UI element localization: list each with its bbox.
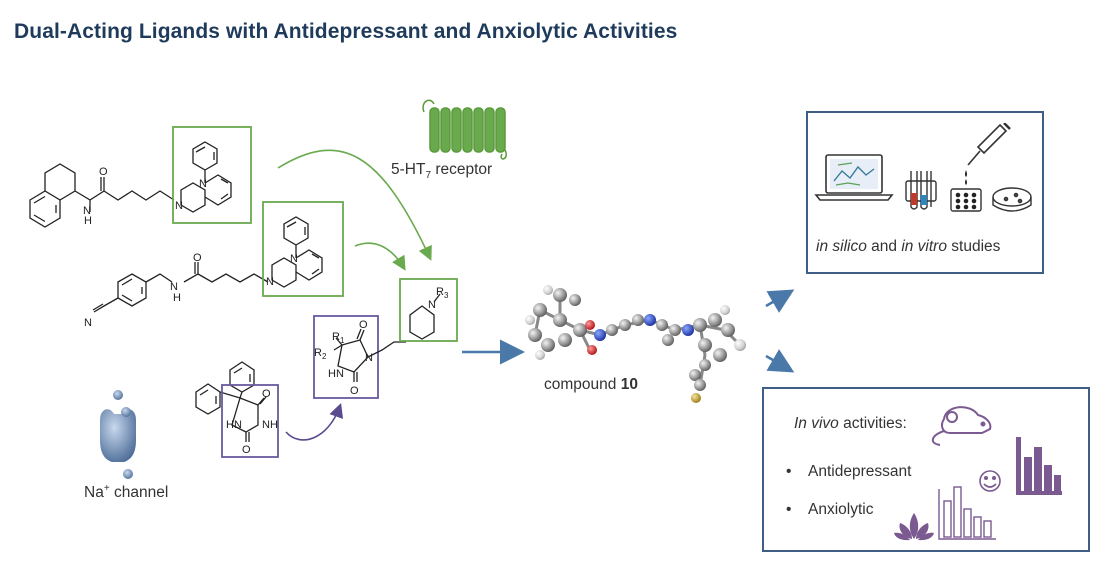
gpcr-receptor-icon xyxy=(422,99,507,160)
arrow-ligand1-to-scaffold xyxy=(277,149,432,261)
arrow-ligand2-to-scaffold xyxy=(354,242,406,271)
arylpiperazine-1 xyxy=(180,141,232,213)
arylpiperazine-2 xyxy=(271,216,323,288)
atom-label-o6: O xyxy=(350,385,359,397)
pipette-icon xyxy=(967,123,1011,166)
atom-label-n2: N xyxy=(175,200,183,212)
studies-label: in silico and in vitro studies xyxy=(816,238,1001,255)
atom-label-n9: N xyxy=(428,299,436,311)
atom-label-n1: N xyxy=(83,205,91,217)
atom-label-n7: N xyxy=(290,253,298,265)
arylpiperazine-box-1 xyxy=(172,126,252,224)
atom-label-hn1: HN xyxy=(226,419,242,431)
sodium-channel-icon xyxy=(100,390,136,479)
hydantoin-box-2 xyxy=(313,315,379,399)
channel-label: Na+ channel xyxy=(84,483,169,502)
bullet-anxiolytic: •Anxiolytic xyxy=(786,501,874,518)
arrow-to-in-vivo xyxy=(765,349,795,373)
atom-label-n3: N xyxy=(199,178,207,190)
smiley-icon xyxy=(979,470,1001,492)
hydantoin-ring-2 xyxy=(333,328,406,382)
bullet-antidepressant: •Antidepressant xyxy=(786,463,912,480)
piperazine-ring xyxy=(409,293,441,340)
atom-label-o4: O xyxy=(242,444,251,456)
test-tubes-icon xyxy=(905,171,937,210)
in-vivo-icons xyxy=(894,406,1062,541)
ligand-2-structure xyxy=(92,262,269,313)
bar-chart-outline-icon xyxy=(938,486,996,540)
atom-label-r1: R1 xyxy=(332,331,345,345)
phenytoin-structure xyxy=(195,361,255,415)
laptop-icon xyxy=(814,154,894,201)
atom-label-n6: N xyxy=(266,276,274,288)
atom-label-r2: R2 xyxy=(314,347,327,361)
compound-10-3d-model xyxy=(525,285,746,403)
arrow-phenytoin-to-scaffold xyxy=(285,402,344,441)
bar-chart-solid-icon xyxy=(1016,437,1062,495)
hydantoin-ring-1 xyxy=(231,396,267,442)
hydantoin-box-1 xyxy=(221,384,279,458)
page-title: Dual-Acting Ligands with Antidepressant … xyxy=(14,20,678,43)
atom-label-nh1: NH xyxy=(262,419,278,431)
petri-dish-icon xyxy=(992,187,1032,212)
atom-label-o3: O xyxy=(262,388,271,400)
atom-label-h1: H xyxy=(84,215,92,227)
atom-label-n4: N xyxy=(84,317,92,329)
ligand-1-structure xyxy=(29,163,175,228)
atom-label-n5: N xyxy=(170,281,178,293)
piperazine-box xyxy=(399,278,458,342)
arylpiperazine-box-2 xyxy=(262,201,344,297)
arrow-to-studies xyxy=(765,289,795,313)
receptor-label: 5-HT7 receptor xyxy=(391,161,493,182)
in-vivo-heading: In vivo activities: xyxy=(794,415,907,432)
compound-label: compound 10 xyxy=(544,376,638,393)
atom-label-hn2: HN xyxy=(328,368,344,380)
atom-label-r3: R3 xyxy=(436,286,449,300)
mouse-icon xyxy=(931,406,992,446)
studies-box: in silico and in vitro studies xyxy=(806,111,1044,274)
droplet-icon-2 xyxy=(965,179,967,185)
atom-label-n8: N xyxy=(365,352,373,364)
atom-label-h2: H xyxy=(173,292,181,304)
atom-label-o5: O xyxy=(359,319,368,331)
atom-label-o2: O xyxy=(193,252,202,264)
atom-label-o1: O xyxy=(99,166,108,178)
droplet-icon xyxy=(965,170,967,177)
well-plate-icon xyxy=(950,188,982,212)
in-vivo-box: In vivo activities: •Antidepressant •Anx… xyxy=(762,387,1090,552)
studies-icons xyxy=(814,123,1032,212)
lotus-icon xyxy=(894,513,934,541)
